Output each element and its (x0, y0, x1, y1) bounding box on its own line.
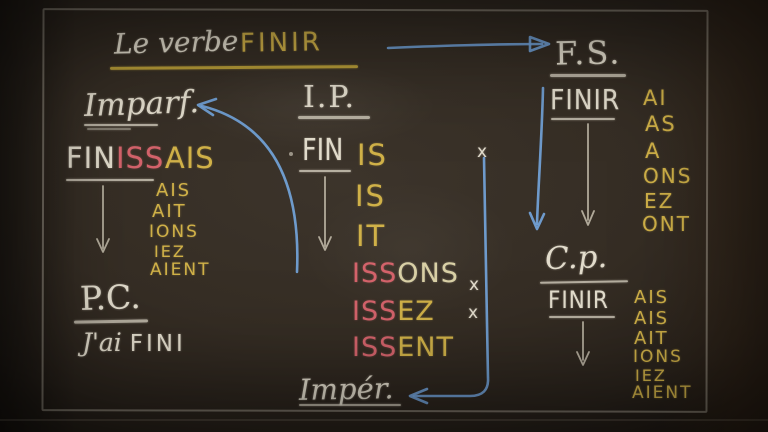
futur-heading: F.S. (554, 33, 622, 73)
imparfait-ending: AIENT (150, 260, 211, 280)
board-edge-line (0, 419, 768, 421)
present-underline (298, 116, 370, 119)
present-nous-ending: ONS (397, 258, 459, 289)
passe-compose-aux: J'ai (82, 328, 122, 357)
imparfait-ending: IONS (149, 222, 199, 242)
x-mark-tu-form: x (477, 142, 488, 162)
conditionnel-stem-underline (549, 316, 615, 318)
passe-compose-heading: P.C. (79, 276, 142, 319)
futur-ending: AS (645, 112, 677, 136)
present-ending-tu: IS (355, 179, 386, 213)
imperatif-heading: Impér. (298, 371, 394, 407)
conditionnel-ending: AIENT (632, 383, 693, 403)
imparfait-stem: FIN (66, 141, 116, 175)
imparfait-ending-je: AIS (164, 141, 215, 175)
conditionnel-ending: IEZ (635, 366, 667, 385)
futur-ending: EZ (644, 189, 675, 213)
present-ils-ending: ENT (397, 332, 454, 363)
present-form-ils: ISSENT (352, 332, 454, 363)
imparfait-stem-underline (66, 179, 154, 181)
futur-ending: AI (643, 86, 668, 110)
present-stem: FIN (302, 133, 344, 168)
present-vous-infix: ISS (352, 296, 398, 327)
present-ils-infix: ISS (352, 332, 398, 363)
conditionnel-heading: C.p. (544, 238, 608, 278)
imparfait-underline-2 (87, 128, 131, 130)
passe-compose-example: J'ai FINI (82, 328, 186, 357)
imparfait-underline (84, 124, 158, 126)
x-mark-nous-form: x (469, 275, 480, 295)
present-ending-il: IT (356, 219, 387, 253)
imparfait-infix: ISS (115, 141, 165, 175)
passe-compose-participle: FINI (129, 331, 186, 357)
futur-underline (550, 74, 626, 77)
conditionnel-ending: IONS (633, 347, 683, 367)
imparfait-ending: AIS (156, 180, 192, 201)
present-form-vous: ISSEZ (352, 296, 435, 327)
present-form-nous: ISSONS (352, 258, 459, 289)
present-stem-underline (299, 170, 351, 172)
futur-stem-underline (551, 118, 615, 120)
chalk-dot (289, 152, 293, 156)
present-ending-je: IS (357, 138, 388, 172)
futur-ending: ONT (642, 212, 691, 236)
conditionnel-ending: AIS (634, 308, 670, 329)
imparfait-heading: Imparf. (83, 84, 200, 124)
imparfait-conjugation: FINISSAIS (66, 141, 215, 175)
x-mark-vous-form: x (468, 303, 479, 323)
conditionnel-ending: AIT (634, 328, 669, 349)
board-title-prefix: Le verbe (113, 24, 239, 61)
present-heading: I.P. (303, 80, 357, 115)
futur-ending: A (645, 139, 662, 163)
imperatif-underline (299, 404, 401, 406)
futur-ending: ONS (643, 164, 693, 188)
board-title-verb: FINIR (239, 27, 324, 59)
present-vous-ending: EZ (397, 296, 435, 327)
conditionnel-ending: AIS (634, 287, 670, 308)
futur-stem: FINIR (550, 83, 621, 116)
conditionnel-stem: FINIR (548, 286, 609, 314)
imparfait-ending: AIT (152, 201, 187, 222)
imparfait-ending: IEZ (154, 242, 186, 261)
present-nous-infix: ISS (352, 258, 398, 289)
